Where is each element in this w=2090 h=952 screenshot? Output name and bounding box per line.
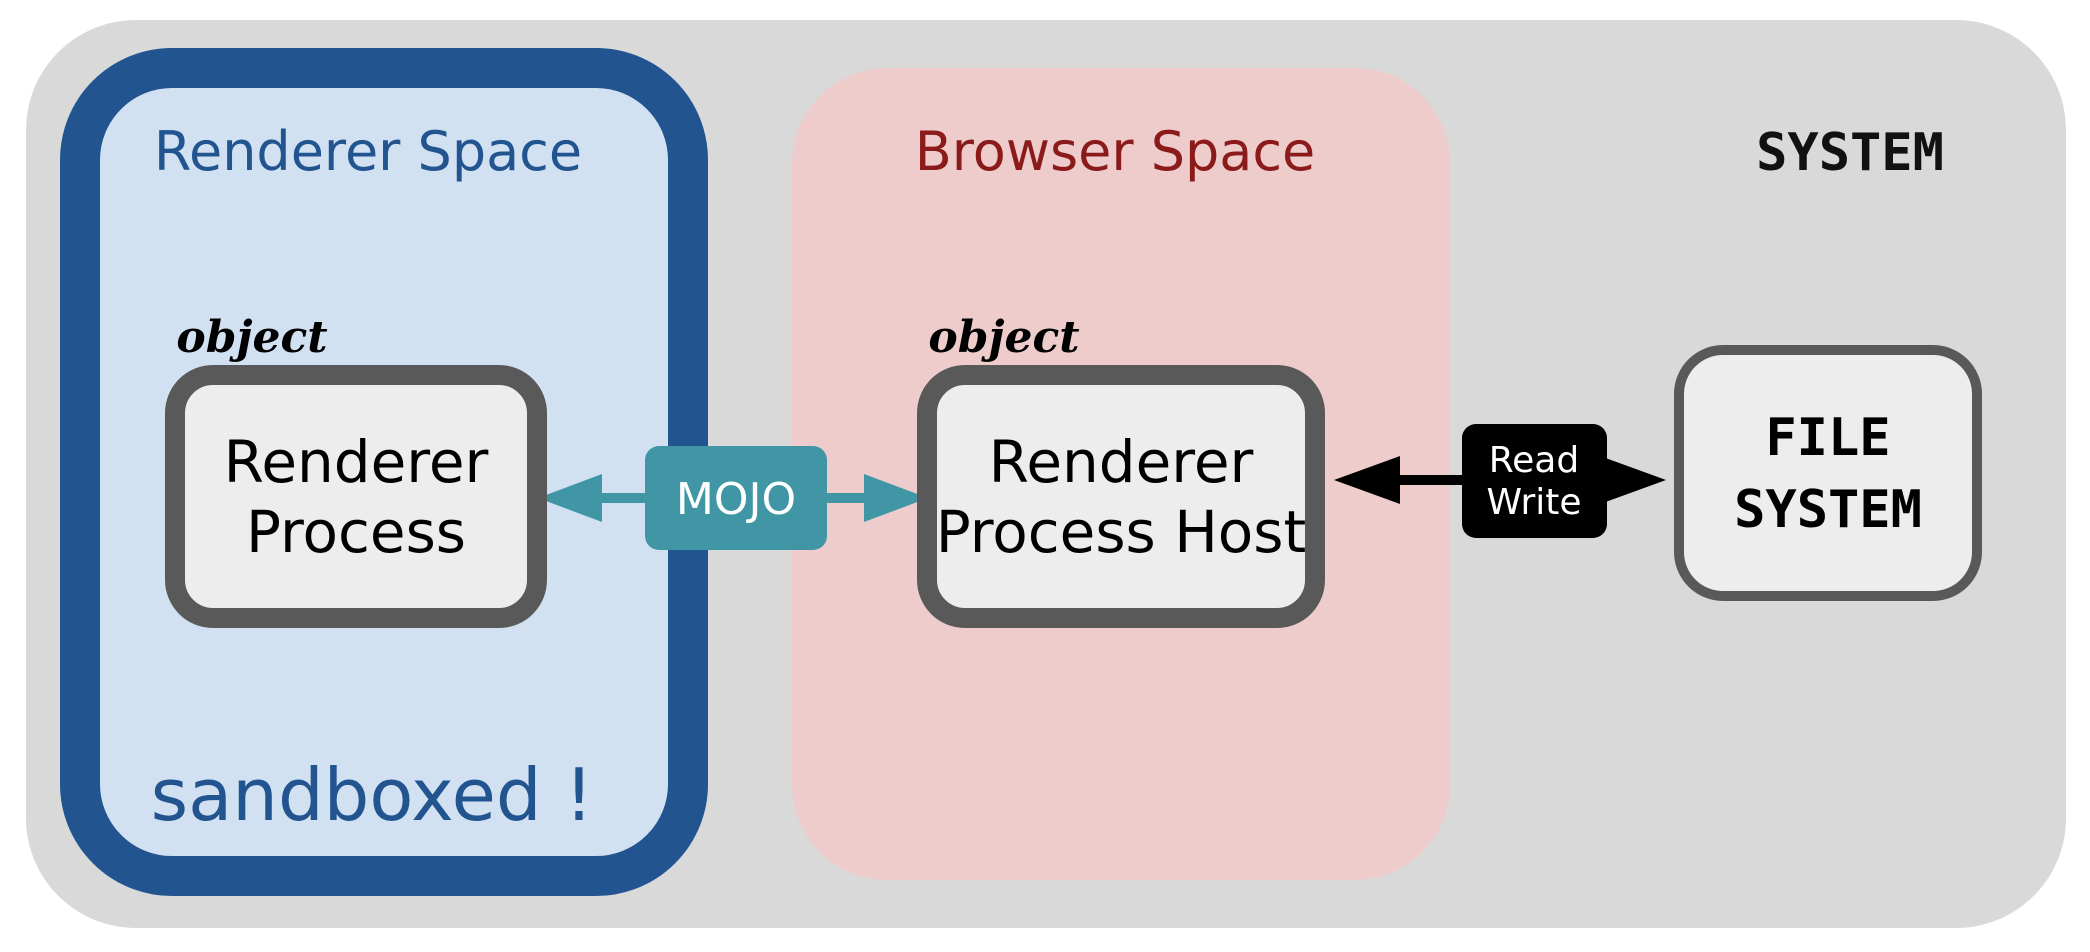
browser-space-label: Browser Space — [915, 120, 1316, 183]
mojo-connector: MOJO — [538, 446, 928, 550]
system-label: SYSTEM — [1756, 123, 1944, 183]
file-system-line-1: FILE — [1765, 408, 1890, 468]
read-write-badge — [1462, 424, 1607, 538]
renderer-process-host-box — [917, 365, 1325, 628]
read-write-arrow-left-icon — [1334, 456, 1400, 504]
mojo-arrow-left-icon — [538, 474, 602, 522]
renderer-process-host-line-1: Renderer — [989, 428, 1254, 496]
renderer-process-host-tag: object — [928, 312, 1079, 363]
renderer-process-host-line-2: Process Host — [936, 498, 1307, 566]
renderer-space-label: Renderer Space — [154, 120, 582, 183]
sandboxed-note: sandboxed ! — [151, 753, 594, 837]
mojo-badge — [645, 446, 827, 550]
mojo-arrow-right-icon — [864, 474, 928, 522]
renderer-process-tag: object — [176, 312, 327, 363]
read-write-arrow-right-icon — [1600, 456, 1666, 504]
read-write-line-1: Read — [1489, 440, 1579, 481]
mojo-label: MOJO — [676, 474, 796, 525]
file-system-box — [1674, 345, 1982, 601]
file-system-line-2: SYSTEM — [1734, 480, 1922, 540]
renderer-process-line-1: Renderer — [224, 428, 489, 496]
renderer-process-line-2: Process — [246, 498, 466, 566]
read-write-connector: Read Write — [1334, 424, 1666, 538]
read-write-line-2: Write — [1486, 482, 1581, 523]
renderer-process-box — [165, 365, 547, 628]
